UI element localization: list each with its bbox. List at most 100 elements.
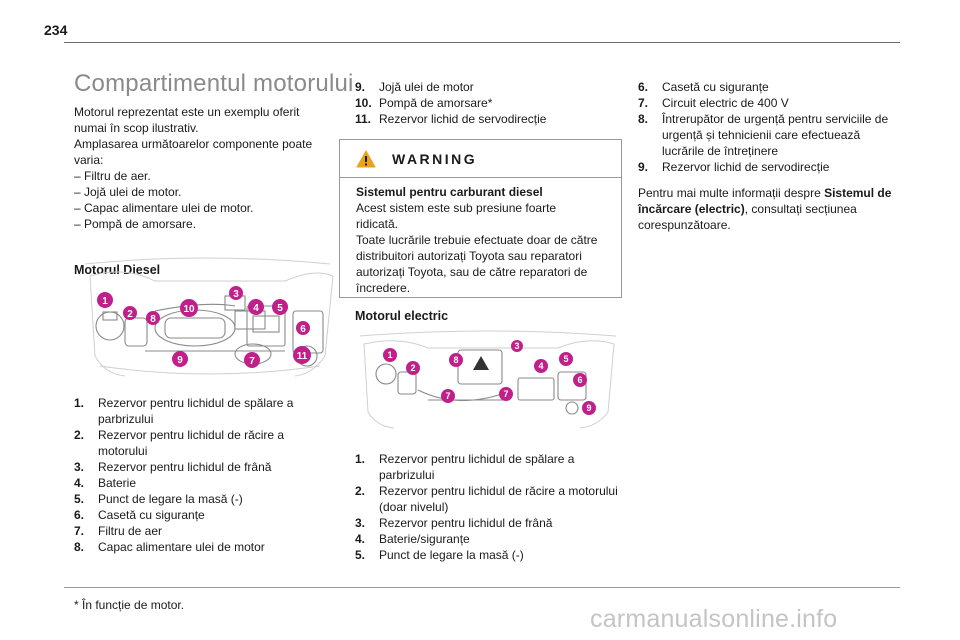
warning-title: Sistemul pentru carburant diesel (356, 185, 543, 199)
callout-label: 10 (183, 304, 195, 315)
callout-7 (244, 352, 260, 368)
warning-body: Sistemul pentru carburant diesel Acest s… (340, 178, 610, 296)
item-text: Filtru de aer (98, 524, 163, 538)
intro-line: Motorul reprezentat este un exemplu ofer… (74, 105, 300, 119)
callout-11 (293, 346, 311, 364)
callout-10 (180, 299, 198, 317)
item-text: Casetă cu siguranțe (98, 508, 205, 522)
top-rule (64, 42, 900, 43)
callout-4 (248, 299, 264, 315)
item-text: Rezervor pentru lichidul de spălare a pa… (98, 396, 294, 426)
item-number: 9. (355, 80, 366, 94)
callout-label: 9 (177, 355, 183, 366)
callout-label: 8 (453, 355, 458, 365)
callout-8 (449, 353, 463, 367)
callout-2 (123, 306, 137, 320)
electric-component-list: 1.Rezervor pentru lichidul de spălare a … (355, 451, 620, 563)
callout-label: 6 (577, 375, 582, 385)
item-number: 8. (74, 540, 85, 554)
callout-label: 5 (277, 303, 283, 314)
callout-label: 7 (249, 356, 255, 367)
item-number: 1. (74, 396, 85, 410)
more-info-after: , consultați secțiunea corespunzătoare. (638, 202, 857, 232)
callout-label: 3 (233, 289, 239, 300)
item-number: 4. (355, 532, 366, 546)
callout-8 (146, 311, 160, 325)
item-text: Capac alimentare ulei de motor (98, 540, 265, 554)
callout-label: 3 (514, 341, 519, 351)
item-text: Întrerupător de urgență pentru serviciil… (662, 112, 889, 158)
list-item: 9.Rezervor lichid de servodirecție (638, 159, 903, 175)
callout-label: 2 (127, 309, 133, 320)
callout-5 (272, 299, 288, 315)
item-number: 2. (355, 484, 366, 498)
item-text: Punct de legare la masă (-) (98, 492, 243, 506)
warning-line: Acest sistem este sub presiune foarte (356, 201, 557, 215)
item-text: Baterie/siguranțe (379, 532, 470, 546)
callout-label: 4 (253, 303, 259, 314)
callout-label: 9 (586, 403, 591, 413)
list-item: 2. Rezervor pentru lichidul de răcire a m… (355, 483, 620, 515)
item-number: 11. (355, 112, 372, 126)
list-item: 8. Capac alimentare ulei de motor (74, 539, 324, 555)
item-number: 5. (355, 548, 366, 562)
callout-label: 6 (300, 324, 306, 335)
callout-2 (406, 361, 420, 375)
bottom-rule (64, 587, 900, 588)
item-text: Punct de legare la masă (-) (379, 548, 524, 562)
more-info-link[interactable]: Sistemul de încărcare (electric) (638, 186, 892, 216)
item-number: 10. (355, 96, 372, 110)
callout-9 (582, 401, 596, 415)
diesel-heading: Motorul Diesel (74, 263, 161, 277)
callout-7b (499, 387, 513, 401)
list-item: 1.Rezervor pentru lichidul de spălare a … (355, 451, 620, 483)
list-item: 3. Rezervor pentru lichidul de frână (355, 515, 620, 531)
list-item: 2.Rezervor pentru lichidul de răcire a m… (74, 427, 324, 459)
watermark: carmanualsonline.info (590, 605, 838, 633)
item-number: 6. (638, 80, 649, 94)
item-text: Rezervor pentru lichidul de frână (379, 516, 553, 530)
list-item: 9.Jojă ulei de motor (355, 79, 620, 95)
callout-label: 11 (297, 351, 308, 362)
diesel-callouts (97, 286, 311, 368)
list-item: 4.Baterie (74, 475, 324, 491)
intro-line: varia: (74, 153, 104, 167)
list-item: 10.Pompă de amorsare* (355, 95, 620, 111)
list-item: 3.Rezervor pentru lichidul de frână (74, 459, 324, 475)
callout-label: 1 (102, 296, 108, 307)
item-text: Rezervor pentru lichidul de frână (98, 460, 272, 474)
list-item: 5. Punct de legare la masă (-) (355, 547, 620, 563)
item-number: 1. (355, 452, 366, 466)
item-number: 2. (74, 428, 85, 442)
item-number: 8. (638, 112, 649, 126)
diesel-component-list: 1. Rezervor pentru lichidul de spălare a … (74, 395, 324, 555)
list-item: 7. Circuit electric de 400 V (638, 95, 903, 111)
callout-label: 5 (563, 354, 568, 364)
item-number: 7. (638, 96, 649, 110)
item-text: Casetă cu siguranțe (662, 80, 769, 94)
warning-triangle-icon (356, 150, 376, 167)
item-number: 7. (74, 524, 85, 538)
list-item: 6. Casetă cu siguranțe (74, 507, 324, 523)
list-item: 4. Baterie/siguranțe (355, 531, 620, 547)
intro-line: – Pompă de amorsare. (74, 217, 197, 231)
item-text: Circuit electric de 400 V (662, 96, 789, 110)
list-item: 8. Întrerupător de urgență pentru servici… (638, 111, 903, 159)
list-item: 11.Rezervor lichid de servodirecție (355, 111, 620, 127)
intro-text: Motorul reprezentat este un exemplu ofer… (74, 104, 319, 232)
item-text: Rezervor pentru lichidul de răcire a mot… (379, 484, 618, 514)
item-text: Baterie (98, 476, 137, 490)
callout-label: 7 (445, 391, 450, 401)
electric-engine-illustration: 1 2 3 4 5 6 7 7 8 9 (359, 330, 617, 429)
item-number: 3. (355, 516, 366, 530)
high-voltage-icon (473, 356, 489, 370)
item-number: 6. (74, 508, 85, 522)
callout-label: 2 (410, 363, 415, 373)
list-item: 6. Casetă cu siguranțe (638, 79, 903, 95)
warning-line: autorizați Toyota, sau de către reparato… (356, 265, 588, 279)
warning-label: WARNING (392, 150, 478, 167)
item-number: 5. (74, 492, 85, 506)
list-item: 5. Punct de legare la masă (-) (74, 491, 324, 507)
footnote: * În funcție de motor. (74, 598, 185, 612)
callout-1 (383, 348, 397, 362)
